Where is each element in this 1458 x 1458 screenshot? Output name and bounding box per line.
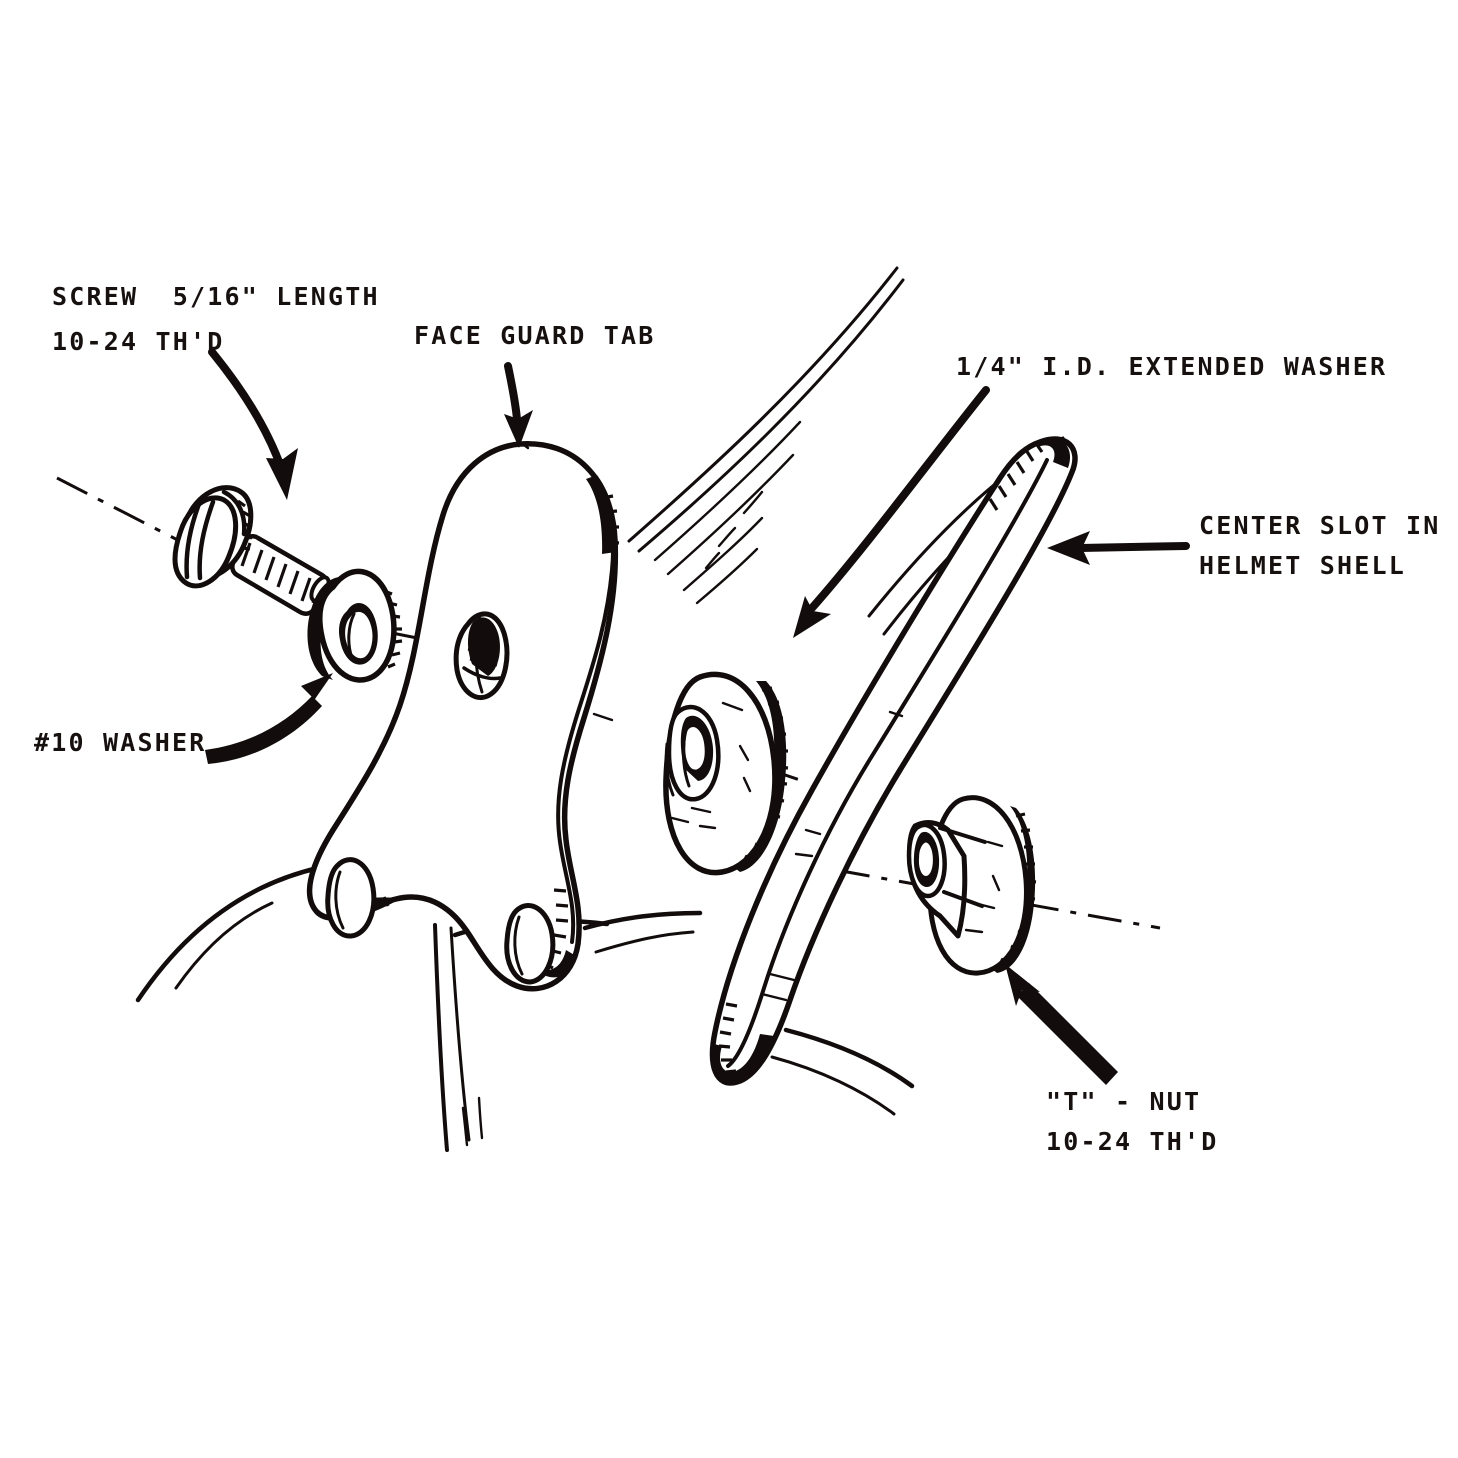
callout-washer-10: #10 WASHER — [34, 728, 207, 757]
screw-leader-arrow — [208, 348, 298, 500]
t-nut-body — [906, 795, 1037, 976]
flat-washer — [307, 568, 403, 683]
extended-washer-leader-arrow — [793, 386, 990, 638]
pan-head-screw — [172, 485, 331, 616]
screw-label-line1: SCREW 5/16" LENGTH — [52, 282, 380, 311]
face-guard-bars — [627, 266, 905, 605]
face-guard-tab-label-line1: FACE GUARD TAB — [414, 321, 656, 350]
helmet-shell-slot — [709, 436, 1078, 1086]
center-slot-leader-arrow — [1047, 531, 1190, 565]
washer-10-leader-arrow — [205, 673, 333, 764]
t-nut-label-line2: 10-24 TH'D — [1046, 1127, 1219, 1156]
t-nut-label-line1: "T" - NUT — [1046, 1087, 1201, 1116]
face-guard-tab-leader-arrow — [504, 362, 533, 448]
callout-t-nut: "T" - NUT 10-24 TH'D — [1046, 1087, 1219, 1156]
callout-screw: SCREW 5/16" LENGTH 10-24 TH'D — [52, 282, 380, 356]
callout-extended-washer: 1/4" I.D. EXTENDED WASHER — [956, 352, 1387, 381]
center-slot-label-line1: CENTER SLOT IN — [1199, 511, 1441, 540]
screw-label-line2: 10-24 TH'D — [52, 327, 225, 356]
face-guard-tab-plate — [306, 440, 620, 992]
face-guard-vertical-bar — [433, 923, 484, 1152]
tab-left-lobe-hole — [325, 857, 377, 939]
washer-10-label-line1: #10 WASHER — [34, 728, 207, 757]
tab-right-lobe-hole — [504, 903, 556, 985]
center-slot-label-line2: HELMET SHELL — [1199, 551, 1406, 580]
tab-center-slot-hole — [453, 611, 510, 701]
extended-washer-label-line1: 1/4" I.D. EXTENDED WASHER — [956, 352, 1387, 381]
callout-face-guard-tab: FACE GUARD TAB — [414, 321, 656, 350]
t-nut-leader-arrow — [1005, 964, 1118, 1085]
callout-center-slot: CENTER SLOT IN HELMET SHELL — [1199, 511, 1441, 580]
extended-washer-disc — [663, 671, 789, 876]
